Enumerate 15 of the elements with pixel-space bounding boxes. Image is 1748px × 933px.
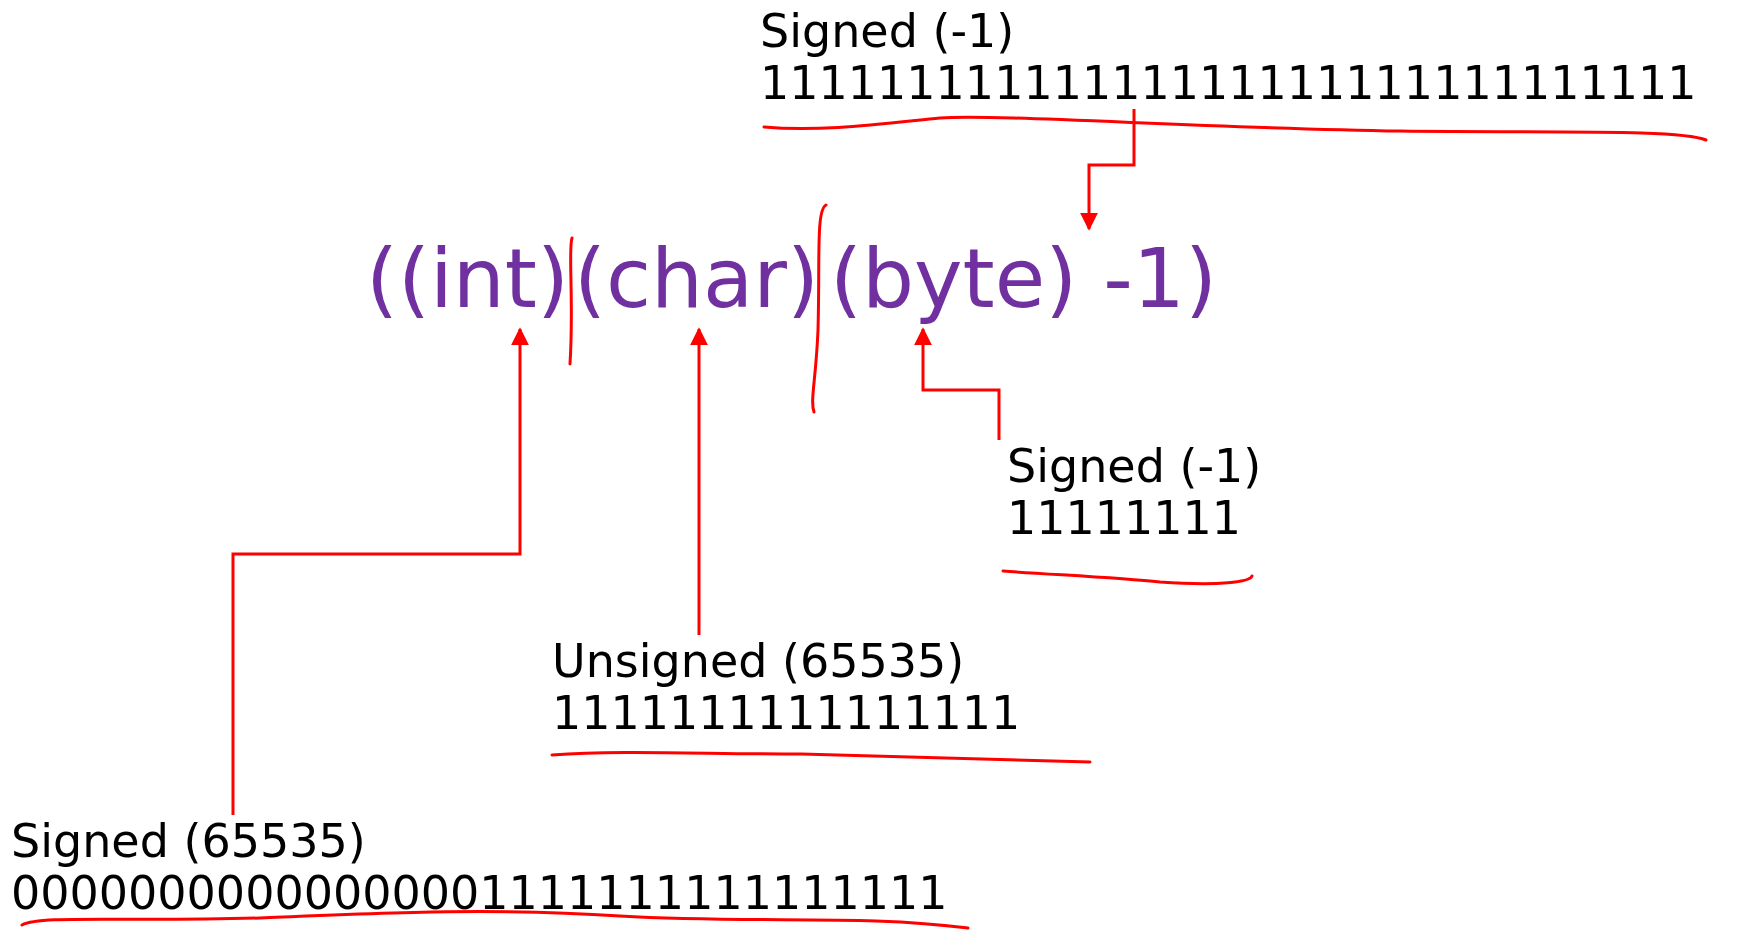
code-expression-part: ((int) (366, 229, 569, 329)
arrow (690, 327, 708, 635)
arrow (1080, 109, 1136, 231)
type-label: Signed (-1) (1007, 440, 1262, 492)
arrow (231, 327, 529, 815)
binary-value: 11111111111111111111111111111111 (760, 57, 1697, 109)
type-label: Unsigned (65535) (552, 635, 966, 687)
code-expression-part: (char) (574, 229, 819, 329)
binary-value: 1111111111111111 (552, 687, 1021, 739)
arrow (914, 327, 1001, 440)
code-expression-part: (byte) -1) (830, 229, 1217, 329)
binary-value: 00000000000000001111111111111111 (11, 867, 948, 919)
type-label: Signed (65535) (11, 815, 367, 867)
binary-value: 11111111 (1007, 492, 1243, 544)
type-label: Signed (-1) (760, 5, 1016, 57)
